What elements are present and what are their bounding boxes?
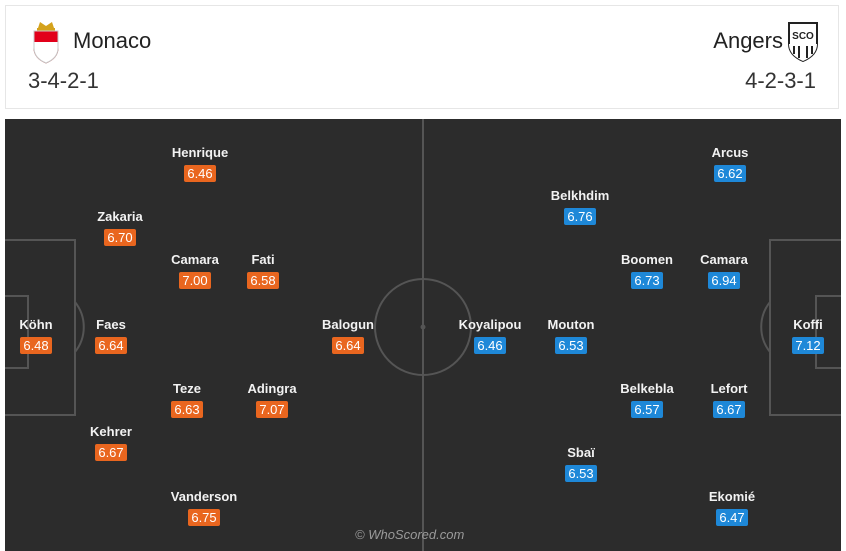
player-name: Teze bbox=[173, 381, 201, 396]
player-rating: 6.58 bbox=[247, 272, 279, 289]
away-player[interactable]: Ekomié 6.47 bbox=[687, 489, 777, 527]
home-formation: 3-4-2-1 bbox=[28, 68, 99, 93]
player-name: Camara bbox=[700, 252, 748, 267]
home-player[interactable]: Zakaria 6.70 bbox=[75, 209, 165, 247]
player-name: Vanderson bbox=[170, 489, 238, 504]
player-name: Faes bbox=[96, 317, 126, 332]
home-player[interactable]: Vanderson 6.75 bbox=[159, 489, 249, 527]
home-player[interactable]: Teze 6.63 bbox=[142, 381, 232, 419]
home-player[interactable]: Henrique 6.46 bbox=[155, 145, 245, 183]
pitch: Köhn 6.48 Henrique 6.46 Zakaria 6.70 Camara… bbox=[5, 119, 841, 551]
player-rating: 6.57 bbox=[631, 401, 663, 418]
player-rating: 6.62 bbox=[714, 165, 746, 182]
player-rating: 6.64 bbox=[332, 337, 364, 354]
away-player[interactable]: Belkebla 6.57 bbox=[602, 381, 692, 419]
player-name: Belkebla bbox=[620, 381, 674, 396]
player-name: Mouton bbox=[547, 317, 595, 332]
player-rating: 7.12 bbox=[792, 337, 824, 354]
player-rating: 6.73 bbox=[631, 272, 663, 289]
player-name: Balogun bbox=[322, 317, 374, 332]
player-name: Sbaï bbox=[567, 445, 595, 460]
home-player[interactable]: Fati 6.58 bbox=[218, 252, 308, 290]
player-name: Henrique bbox=[171, 145, 229, 160]
player-rating: 6.67 bbox=[713, 401, 745, 418]
home-player[interactable]: Köhn 6.48 bbox=[5, 317, 81, 355]
player-rating: 7.07 bbox=[256, 401, 288, 418]
player-rating: 6.46 bbox=[184, 165, 216, 182]
away-player[interactable]: Mouton 6.53 bbox=[526, 317, 616, 355]
pitch-lines bbox=[5, 119, 841, 551]
player-rating: 6.67 bbox=[95, 444, 127, 461]
away-team-name[interactable]: Angers bbox=[713, 28, 783, 53]
player-name: Köhn bbox=[19, 317, 53, 332]
player-name: Koyalipou bbox=[458, 317, 522, 332]
player-rating: 6.63 bbox=[171, 401, 203, 418]
player-rating: 6.48 bbox=[20, 337, 52, 354]
player-name: Kehrer bbox=[90, 424, 132, 439]
home-team-name[interactable]: Monaco bbox=[73, 28, 152, 53]
match-header: Monaco 3-4-2-1 SCO Angers 4-2-3-1 bbox=[5, 5, 839, 109]
away-player[interactable]: Camara 6.94 bbox=[679, 252, 769, 290]
away-player[interactable]: Lefort 6.67 bbox=[684, 381, 774, 419]
home-player[interactable]: Kehrer 6.67 bbox=[66, 424, 156, 462]
home-player[interactable]: Adingra 7.07 bbox=[227, 381, 317, 419]
player-rating: 6.75 bbox=[188, 509, 220, 526]
player-name: Arcus bbox=[711, 145, 749, 160]
away-player[interactable]: Boomen 6.73 bbox=[602, 252, 692, 290]
player-rating: 6.47 bbox=[716, 509, 748, 526]
away-player[interactable]: Arcus 6.62 bbox=[685, 145, 775, 183]
player-name: Camara bbox=[171, 252, 219, 267]
player-name: Boomen bbox=[621, 252, 673, 267]
home-player[interactable]: Balogun 6.64 bbox=[303, 317, 393, 355]
player-rating: 6.70 bbox=[104, 229, 136, 246]
player-rating: 6.46 bbox=[474, 337, 506, 354]
angers-crest-text: SCO bbox=[792, 31, 814, 42]
home-player[interactable]: Camara 7.00 bbox=[150, 252, 240, 290]
player-name: Koffi bbox=[793, 317, 823, 332]
home-player[interactable]: Faes 6.64 bbox=[66, 317, 156, 355]
player-name: Adingra bbox=[247, 381, 297, 396]
player-name: Lefort bbox=[710, 381, 748, 396]
player-rating: 6.64 bbox=[95, 337, 127, 354]
away-formation: 4-2-3-1 bbox=[745, 68, 816, 93]
angers-sco-crest-icon: SCO bbox=[788, 22, 818, 62]
away-player[interactable]: Sbaï 6.53 bbox=[536, 445, 626, 483]
away-player[interactable]: Koyalipou 6.46 bbox=[445, 317, 535, 355]
watermark: © WhoScored.com bbox=[355, 527, 465, 542]
away-player[interactable]: Koffi 7.12 bbox=[763, 317, 841, 355]
player-rating: 6.53 bbox=[555, 337, 587, 354]
player-rating: 7.00 bbox=[179, 272, 211, 289]
player-name: Ekomié bbox=[708, 489, 756, 504]
player-name: Fati bbox=[251, 252, 275, 267]
player-name: Zakaria bbox=[97, 209, 143, 224]
player-name: Belkhdim bbox=[550, 188, 610, 203]
player-rating: 6.94 bbox=[708, 272, 740, 289]
away-player[interactable]: Belkhdim 6.76 bbox=[535, 188, 625, 226]
player-rating: 6.76 bbox=[564, 208, 596, 225]
player-rating: 6.53 bbox=[565, 465, 597, 482]
monaco-crest-icon bbox=[33, 22, 59, 64]
